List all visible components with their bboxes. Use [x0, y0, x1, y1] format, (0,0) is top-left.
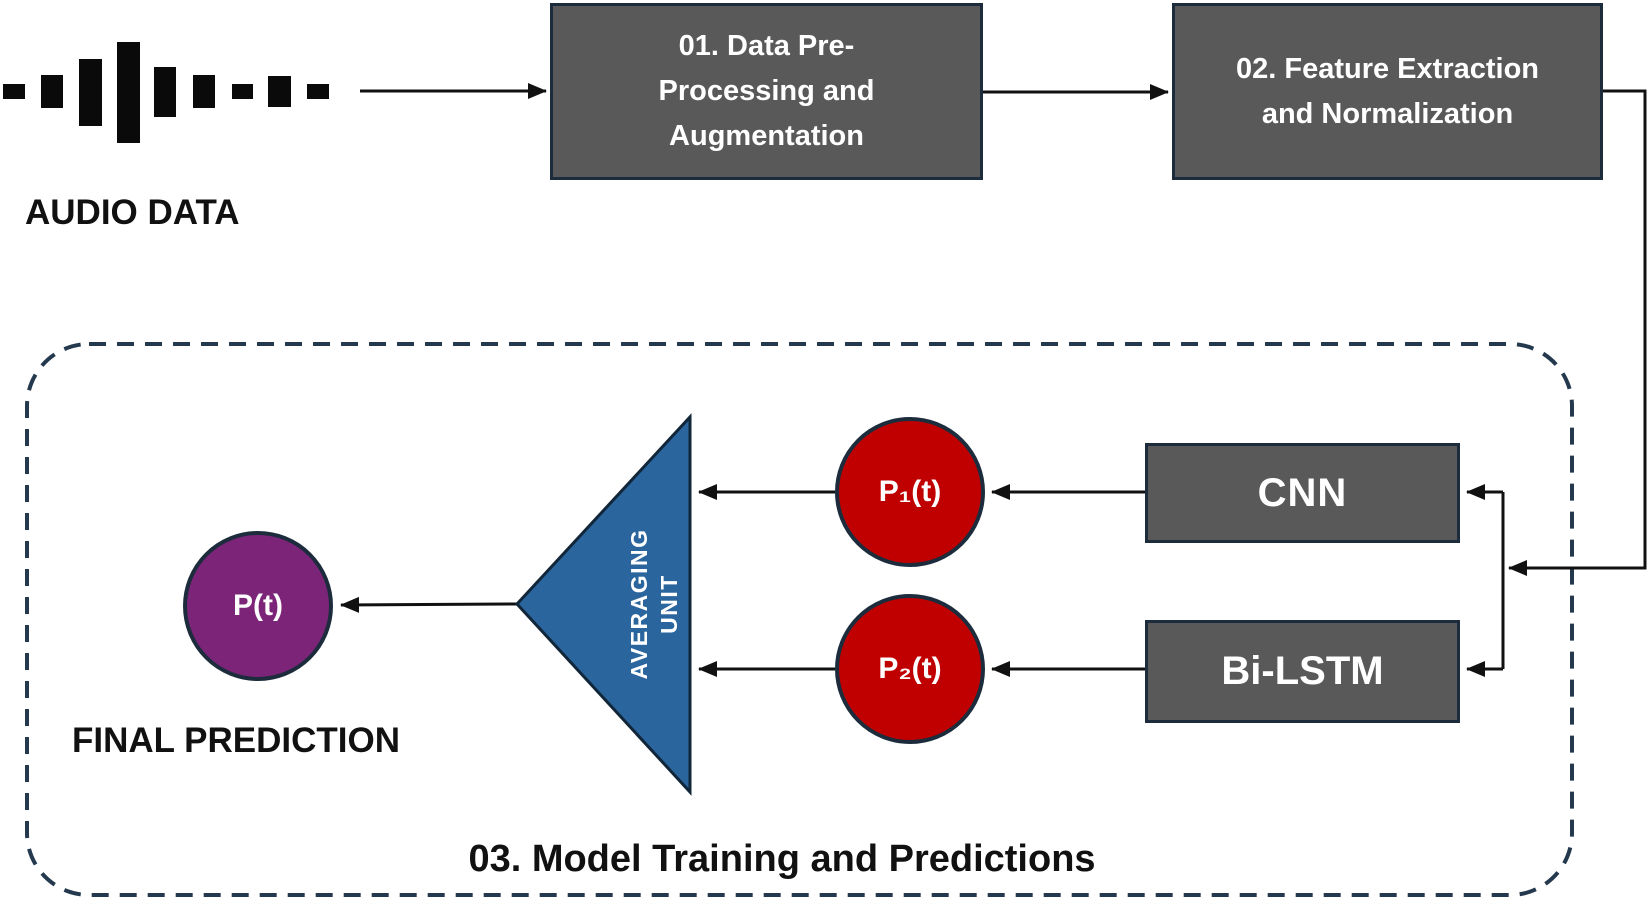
cnn-box: CNN — [1145, 443, 1460, 543]
averaging-unit-label-line1: AVERAGING — [626, 528, 653, 680]
averaging-unit-label: AVERAGING UNIT — [570, 519, 740, 689]
bilstm-box: Bi-LSTM — [1145, 620, 1460, 723]
audio-data-label: AUDIO DATA — [25, 193, 240, 232]
preprocessing-box-label: 01. Data Pre-Processing and Augmentation — [658, 30, 875, 152]
feature-extraction-box: 02. Feature Extraction and Normalization — [1172, 3, 1603, 180]
p2-node-label: P₂(t) — [878, 652, 942, 685]
arrow-averaging-to-final — [340, 596, 518, 613]
p1-node: P₁(t) — [835, 417, 985, 567]
arrow-feature-to-models — [1508, 89, 1647, 576]
model-training-label: 03. Model Training and Predictions — [468, 838, 1096, 880]
bilstm-box-label: Bi-LSTM — [1221, 649, 1384, 693]
model-training-boundary — [25, 342, 1574, 897]
final-prediction-label: FINAL PREDICTION — [72, 721, 400, 760]
p2-node: P₂(t) — [835, 594, 985, 744]
final-prediction-node-label: P(t) — [233, 589, 283, 622]
averaging-unit-label-line2: UNIT — [656, 574, 682, 634]
p1-node-label: P₁(t) — [878, 475, 942, 508]
cnn-box-label: CNN — [1257, 470, 1348, 515]
preprocessing-box: 01. Data Pre-Processing and Augmentation — [550, 3, 983, 180]
feature-extraction-box-label: 02. Feature Extraction and Normalization — [1236, 52, 1539, 130]
averaging-unit-triangle — [514, 413, 692, 796]
audio-waveform-icon — [3, 42, 329, 143]
final-prediction-node: P(t) — [183, 531, 333, 681]
